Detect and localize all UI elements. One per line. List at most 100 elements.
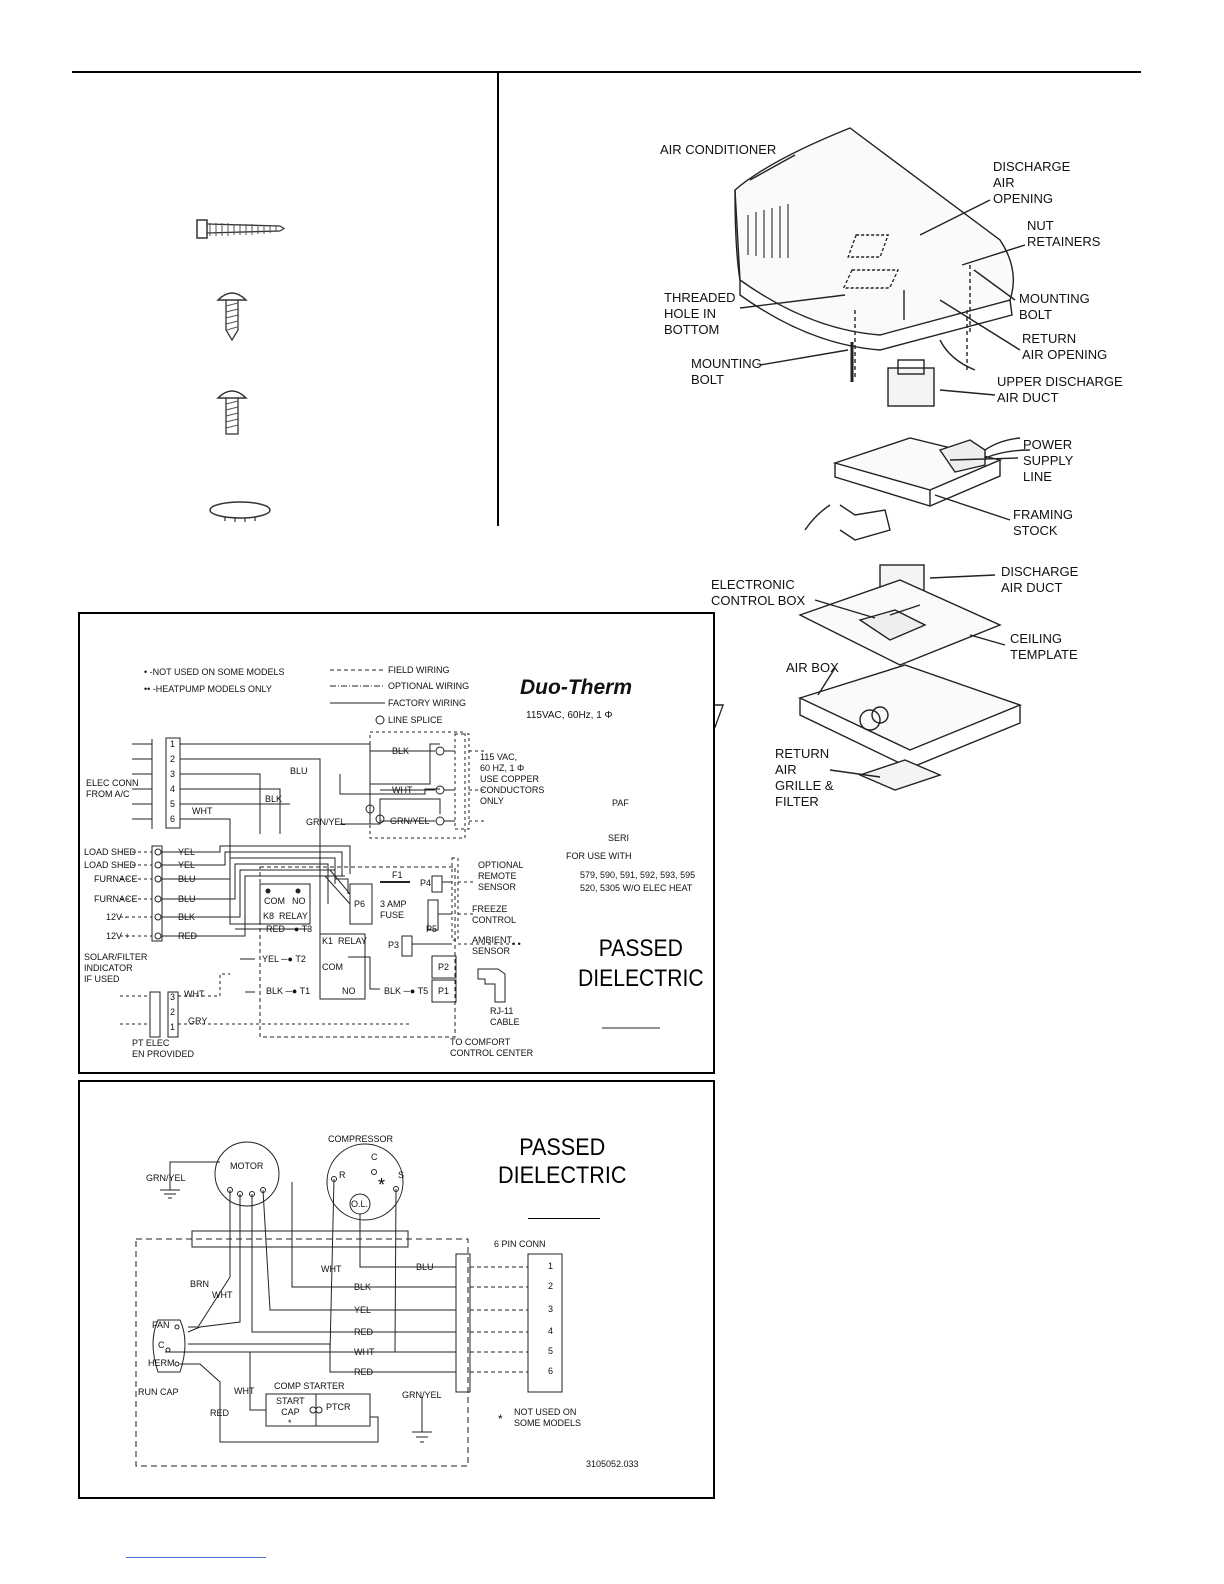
- k1-no: NO: [342, 986, 356, 996]
- wire-blk-supply: BLK: [392, 746, 410, 756]
- board-p6: P6: [354, 899, 366, 909]
- passed-dielectric-stamp-1: PASSED DIELECTRIC: [578, 935, 704, 992]
- legend-field-wiring: FIELD WIRING: [388, 665, 450, 675]
- terminal-t3: RED ─● T3: [266, 924, 313, 934]
- wire-label-red-bottom: RED: [210, 1408, 230, 1418]
- runcap-herm: HERM: [148, 1358, 175, 1368]
- label-upper-discharge-duct: UPPER DISCHARGE AIR DUCT: [997, 374, 1123, 405]
- pointed-screw-icon: [216, 292, 248, 342]
- compressor-label: COMPRESSOR: [328, 1134, 394, 1144]
- left-wire-blk: BLK: [178, 912, 196, 922]
- board-f1: F1: [392, 870, 403, 880]
- pin-6: 6: [170, 814, 176, 824]
- pin-3: 3: [170, 769, 176, 779]
- pin-2: 2: [170, 754, 176, 764]
- k8-no: NO: [292, 896, 306, 906]
- motor-label: MOTOR: [230, 1161, 264, 1171]
- label-mounting-bolt-right: MOUNTING BOLT: [1019, 291, 1090, 322]
- conn-pin-1: 1: [548, 1261, 554, 1271]
- ground-label-2: GRN/YEL: [402, 1390, 442, 1400]
- bottom-pin-3: 3: [170, 992, 176, 1002]
- comp-starter-label: COMP STARTER: [274, 1381, 345, 1391]
- k1-relay: K1 RELAY: [322, 936, 367, 946]
- label-air-box: AIR BOX: [786, 660, 839, 675]
- label-mounting-bolt-left: MOUNTING BOLT: [691, 356, 762, 387]
- control-wiring-lines: [120, 669, 660, 1038]
- comp-terminal-c: C: [371, 1152, 378, 1162]
- terminal-t1: BLK ─● T1: [266, 986, 311, 996]
- k8-relay: K8 RELAY: [263, 911, 308, 921]
- note-star: *: [498, 1412, 503, 1426]
- supply-note: 115 VAC, 60 HZ, 1 Φ USE COPPER CONDUCTOR…: [480, 752, 545, 806]
- pin-4: 4: [170, 784, 176, 794]
- left-wire-blu-2: BLU: [178, 894, 196, 904]
- comfort-control: TO COMFORT CONTROL CENTER: [450, 1037, 534, 1058]
- conn-pin-3: 3: [548, 1304, 554, 1314]
- board-p5: P5: [426, 924, 438, 934]
- label-power-supply-line: POWER SUPPLY LINE: [1023, 437, 1074, 484]
- sensor-remote: OPTIONAL REMOTE SENSOR: [478, 860, 524, 892]
- input-load-shed-1: LOAD SHED: [84, 847, 137, 857]
- note-not-used-motor: NOT USED ON SOME MODELS: [514, 1407, 582, 1428]
- wire-label-wht-bottom: WHT: [234, 1386, 255, 1396]
- wire-wht-supply: WHT: [392, 785, 413, 795]
- left-wire-blu-1: BLU: [178, 874, 196, 884]
- wire-label-wht: WHT: [354, 1347, 375, 1357]
- note-not-used: • -NOT USED ON SOME MODELS: [144, 667, 285, 677]
- start-cap-label: START CAP: [276, 1396, 305, 1417]
- wire-label-blu: BLU: [416, 1262, 434, 1272]
- hardware-illustrations: [196, 219, 286, 522]
- k8-com: COM: [264, 896, 285, 906]
- legend-factory-wiring: FACTORY WIRING: [388, 698, 467, 708]
- elec-conn-label: ELEC CONN FROM A/C: [86, 778, 139, 799]
- terminal-t2: YEL ─● T2: [262, 954, 306, 964]
- side-par: PAF: [612, 798, 629, 808]
- comp-terminal-s: S: [398, 1170, 405, 1180]
- input-furnace-2: FURNACE: [94, 894, 138, 904]
- solar-indicator-label: SOLAR/FILTER INDICATOR IF USED: [84, 952, 148, 984]
- comp-star: *: [378, 1175, 386, 1195]
- wire-grn-yel-supply: GRN/YEL: [390, 816, 430, 826]
- label-return-air-grille: RETURN AIR GRILLE & FILTER: [775, 746, 834, 809]
- label-discharge-air-duct: DISCHARGE AIR DUCT: [1001, 564, 1079, 595]
- label-threaded-hole: THREADED HOLE IN BOTTOM: [664, 290, 736, 337]
- label-electronic-control-box: ELECTRONIC CONTROL BOX: [711, 577, 806, 608]
- air-conditioner-shroud: [734, 127, 1015, 336]
- machine-screw-icon: [216, 390, 248, 435]
- comp-terminal-ol: O.L.: [351, 1199, 369, 1209]
- sensor-ambient-mark: • •: [512, 939, 521, 949]
- part-number: 3105052.033: [586, 1459, 639, 1469]
- label-framing-stock: FRAMING STOCK: [1013, 507, 1073, 538]
- conn-pin-4: 4: [548, 1326, 554, 1336]
- input-load-shed-2: LOAD SHED: [84, 860, 137, 870]
- side-models-2: 520, 5305 W/O ELEC HEAT: [580, 883, 693, 893]
- board-fuse: 3 AMP FUSE: [380, 899, 407, 920]
- label-nut-retainers: NUT RETAINERS: [1027, 218, 1101, 249]
- k1-com: COM: [322, 962, 343, 972]
- bottom-wire-wht: WHT: [184, 989, 205, 999]
- conn-pin-6: 6: [548, 1366, 554, 1376]
- side-ser: SERI: [608, 833, 630, 843]
- wire-wht: WHT: [192, 806, 213, 816]
- wire-label-yel: YEL: [354, 1305, 372, 1315]
- sensor-freeze: FREEZE CONTROL: [472, 904, 517, 925]
- bottom-pin-2: 2: [170, 1007, 176, 1017]
- start-cap-star: *: [288, 1418, 292, 1428]
- ptcr-label: PTCR: [326, 1402, 351, 1412]
- wire-label-wht-upper: WHT: [321, 1264, 342, 1274]
- pt-elec-label: PT ELEC EN PROVIDED: [132, 1038, 195, 1059]
- exploded-installation-view: [670, 127, 1031, 791]
- note-heatpump: •• -HEATPUMP MODELS ONLY: [144, 684, 272, 694]
- runcap-fan: FAN: [152, 1320, 170, 1330]
- brand-logo: Duo-Therm: [520, 676, 632, 699]
- rj11-cable: RJ-11 CABLE: [490, 1006, 520, 1027]
- board-p2: P2: [438, 962, 450, 972]
- conn-label: 6 PIN CONN: [494, 1239, 546, 1249]
- comp-terminal-r: R: [339, 1170, 346, 1180]
- wire-label-blk: BLK: [354, 1282, 372, 1292]
- input-furnace-1: FURNACE: [94, 874, 138, 884]
- column-divider: [497, 72, 499, 526]
- bottom-pin-1: 1: [170, 1022, 176, 1032]
- board-p4: P4: [420, 878, 432, 888]
- board-p1: P1: [438, 986, 450, 996]
